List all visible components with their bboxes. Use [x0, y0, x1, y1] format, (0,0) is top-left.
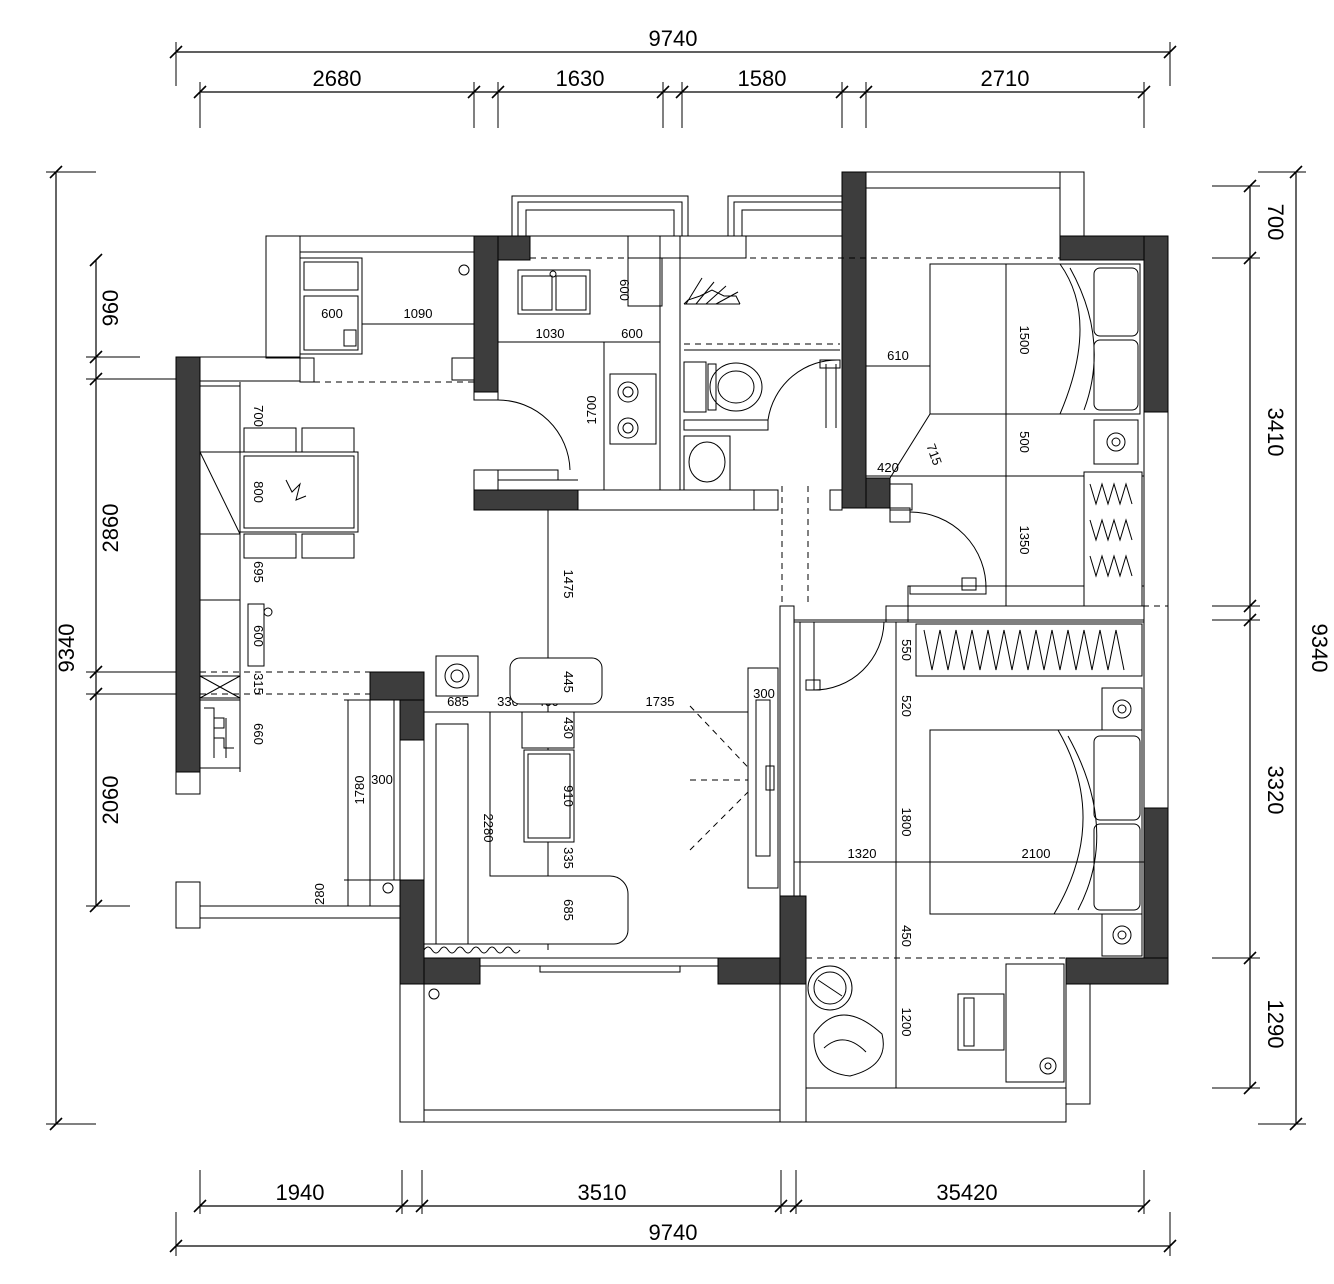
dim-table-430: 430 [561, 717, 576, 739]
dim-kitchen-counter: 1030 [536, 326, 565, 341]
dim-bed2-side: 1320 [848, 846, 877, 861]
dim-wall-420: 420 [877, 460, 899, 475]
dim-bed2-width: 1800 [899, 808, 914, 837]
dimension-top: 9740 2680 1630 1580 2710 [169, 26, 1177, 128]
dim-tv-wall-300: 300 [753, 686, 775, 701]
dim-cabinet-315: 315 [251, 673, 266, 695]
dim-wardrobe2: 550 [899, 639, 914, 661]
dim-bottom-overall: 9740 [649, 1220, 698, 1245]
bedroom-1: 1500 610 500 715 420 1350 [866, 263, 1144, 607]
bathroom [683, 277, 841, 491]
dim-left-seg-3: 2060 [98, 776, 123, 825]
bedroom-2: 550 520 1800 1320 2100 450 1200 [794, 622, 1144, 1088]
dimension-right: 9340 700 3410 3320 1290 [1212, 165, 1332, 1131]
living-room: 1780 300 280 685 330 460 445 1735 430 91… [312, 621, 885, 1000]
dim-bed1-side: 610 [887, 348, 909, 363]
kitchen: 600 1030 600 1700 [497, 269, 660, 490]
dim-washer-width: 600 [321, 306, 343, 321]
dim-desk: 1200 [899, 1008, 914, 1037]
dim-right-seg-3: 3320 [1263, 766, 1288, 815]
dim-kitchen-sink: 600 [617, 279, 632, 301]
dim-wardrobe1: 1350 [1017, 526, 1032, 555]
dining-area: 700 800 695 600 315 660 [199, 382, 359, 772]
dim-bed1-gap: 500 [1017, 431, 1032, 453]
dim-bottom-seg-2: 3510 [578, 1180, 627, 1205]
dim-ottoman-445: 445 [561, 671, 576, 693]
dim-tv-cabinet-300: 300 [371, 772, 393, 787]
dim-right-seg-1: 700 [1263, 204, 1288, 241]
dim-cabinet-660: 660 [251, 723, 266, 745]
dim-gap-450: 450 [899, 925, 914, 947]
dim-bed2-length: 2100 [1022, 846, 1051, 861]
dim-dining-table: 800 [251, 481, 266, 503]
dim-balcony-depth: 1090 [404, 306, 433, 321]
dim-sofa-depth: 685 [561, 899, 576, 921]
dim-sofa-685: 685 [447, 694, 469, 709]
dim-top-seg-4: 2710 [981, 66, 1030, 91]
dim-cabinet-280: 280 [312, 883, 327, 905]
dim-corridor: 1475 [561, 570, 576, 599]
dimension-left: 9340 960 2860 2060 [46, 165, 180, 1131]
dim-tv-cabinet-1780: 1780 [352, 776, 367, 805]
dim-kitchen-counter-2: 600 [621, 326, 643, 341]
dim-coffee-910: 910 [561, 785, 576, 807]
dim-top-overall: 9740 [649, 26, 698, 51]
washing-machine: 600 1090 [299, 257, 474, 355]
dim-coffee-335: 335 [561, 847, 576, 869]
dim-gap-520: 520 [899, 695, 914, 717]
dim-left-seg-1: 960 [98, 290, 123, 327]
dim-door-715: 715 [923, 442, 945, 468]
dim-bed1-width: 1500 [1017, 326, 1032, 355]
walls [175, 171, 1169, 1123]
dim-left-seg-2: 2860 [98, 504, 123, 553]
dimension-bottom: 1940 3510 35420 9740 [169, 1170, 1177, 1256]
dim-sofa-length: 2280 [481, 814, 496, 843]
dim-right-seg-4: 1290 [1263, 1000, 1288, 1049]
dim-bottom-seg-1: 1940 [276, 1180, 325, 1205]
dim-right-overall: 9340 [1307, 624, 1332, 673]
dim-cabinet-600: 600 [251, 625, 266, 647]
dim-top-seg-1: 2680 [313, 66, 362, 91]
dim-bottom-seg-3: 35420 [936, 1180, 997, 1205]
dim-left-overall: 9340 [54, 624, 79, 673]
dim-living-width: 1735 [646, 694, 675, 709]
dim-stove-length: 1700 [584, 396, 599, 425]
dim-dining-gap-top: 700 [251, 405, 266, 427]
dim-top-seg-3: 1580 [738, 66, 787, 91]
dim-dining-gap-bottom: 695 [251, 561, 266, 583]
dim-top-seg-2: 1630 [556, 66, 605, 91]
dim-right-seg-2: 3410 [1263, 408, 1288, 457]
